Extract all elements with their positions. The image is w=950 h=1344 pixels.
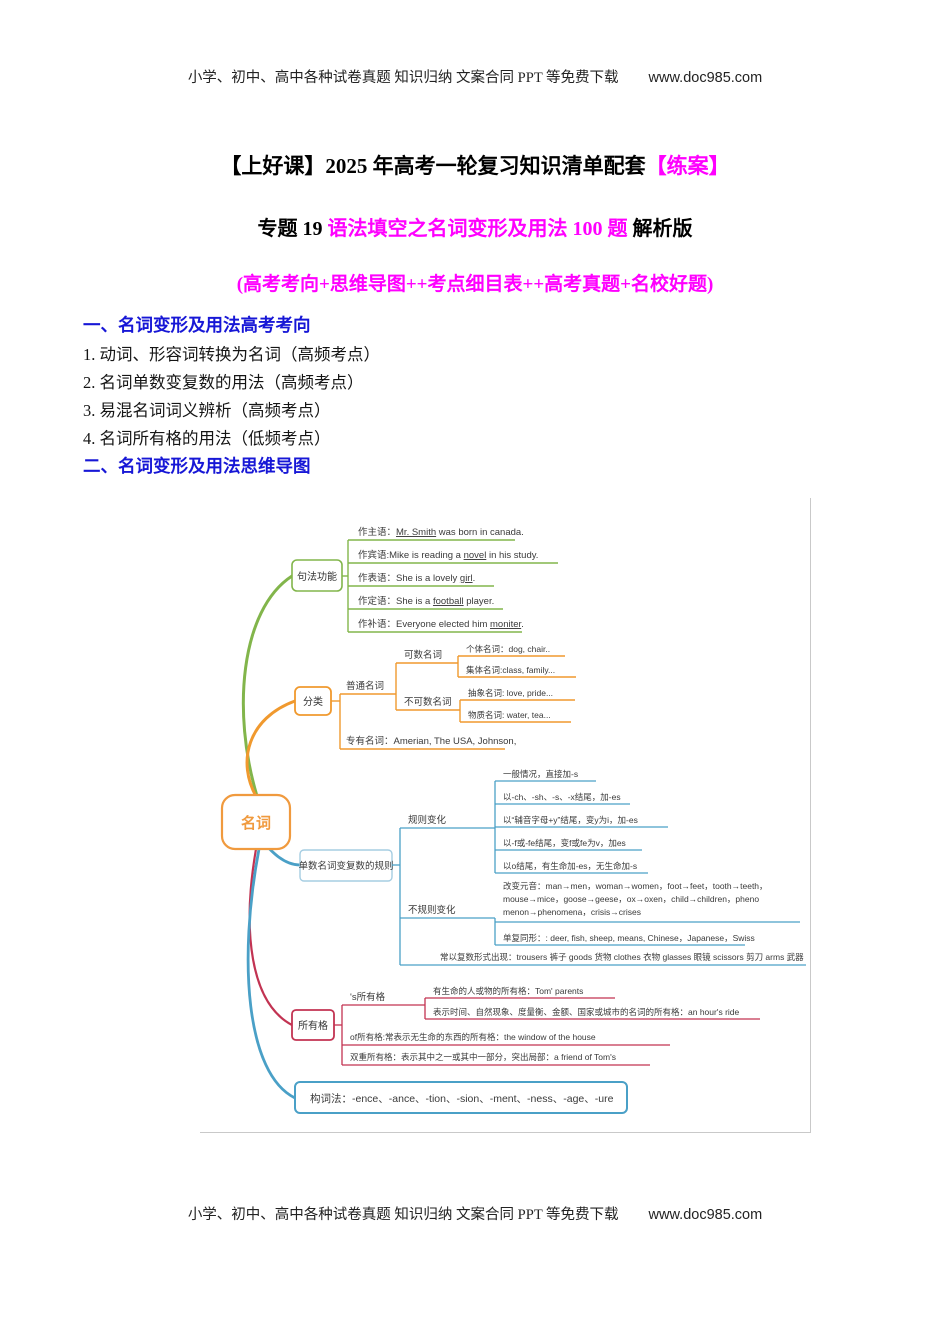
branch-curve-syntax (241, 574, 294, 798)
regular-leaf: 以o结尾，有生命加-es，无生命加-s (503, 861, 637, 871)
of-possessive-leaf: of所有格:常表示无生命的东西的所有格：the window of the ho… (350, 1032, 596, 1042)
syntax-node-label: 句法功能 (297, 570, 337, 583)
proper-noun-leaf: 专有名词：Amerian, The USA, Johnson, (346, 735, 516, 747)
header-site-link[interactable]: www.doc985.com (648, 70, 763, 86)
s-possessive-leaf: 表示时间、自然现象、度量衡、金额、国家或城市的名词的所有格：an hour's … (433, 1007, 740, 1017)
branch-curve-formation (246, 847, 297, 1100)
vowel-change-line: mouse→mice，goose→geese，ox→oxen，child→chi… (503, 894, 759, 904)
vowel-change-line: menon→phenomena，crisis→crises (503, 907, 641, 917)
always-plural-leaf: 常以复数形式出现：trousers 裤子 goods 货物 clothes 衣物… (440, 952, 804, 962)
footer-site-link[interactable]: www.doc985.com (648, 1207, 763, 1223)
feature-line: (高考考向+思维导图++考点细目表++高考真题+名校好题) (236, 274, 714, 295)
regular-leaf: 以“辅音字母+y”结尾，变y为i，加-es (503, 815, 638, 825)
formation-node-label: 构词法：-ence、-ance、-tion、-sion、-ment、-ness、… (310, 1092, 614, 1105)
s-possessive-label: 's所有格 (350, 991, 386, 1003)
classify-node-label: 分类 (303, 695, 323, 708)
regular-leaf: 以-f或-fe结尾，变f或fe为v，加es (503, 838, 626, 848)
section1-heading: 一、名词变形及用法高考考向 (83, 315, 311, 335)
page-header: 小学、初中、高中各种试卷真题 知识归纳 文案合同 PPT 等免费下载 www.do… (0, 66, 950, 87)
main-title-magenta: 【练案】 (645, 154, 730, 178)
section2-heading: 二、名词变形及用法思维导图 (83, 456, 311, 476)
header-text: 小学、初中、高中各种试卷真题 知识归纳 文案合同 PPT 等免费下载 (187, 70, 619, 86)
irregular-label: 不规则变化 (408, 904, 456, 916)
regular-leaf: 一般情况，直接加-s (503, 769, 578, 779)
sub-title: 专题 19 语法填空之名词变形及用法 100 题 解析版 (0, 212, 950, 241)
page-footer: 小学、初中、高中各种试卷真题 知识归纳 文案合同 PPT 等免费下载 www.do… (0, 1203, 950, 1224)
plural-node-label: 单数名词变复数的规则 (298, 860, 393, 872)
mindmap-diagram: 句法功能 作主语：Mr. Smith was born in canada. 作… (200, 498, 811, 1133)
list-item: 3. 易混名词词义辨析（高频考点） (83, 401, 331, 420)
list-item: 4. 名词所有格的用法（低频考点） (83, 429, 331, 448)
uncountable-leaf: 抽象名词: love, pride... (468, 688, 553, 698)
countable-leaf: 个体名词：dog, chair.. (466, 644, 550, 654)
syntax-leaf: 作表语：She is a lovely girl. (358, 572, 475, 584)
syntax-leaf: 作主语：Mr. Smith was born in canada. (358, 526, 524, 538)
possessive-node-label: 所有格 (298, 1019, 328, 1032)
root-node-label: 名词 (241, 814, 271, 832)
formation-node-box (294, 1081, 628, 1114)
vowel-change-line: 改变元音：man→men，woman→women，foot→feet，tooth… (503, 881, 768, 891)
regular-label: 规则变化 (408, 814, 447, 826)
subtitle-part1: 专题 19 (257, 218, 328, 240)
countable-label: 可数名词 (404, 649, 442, 661)
main-title-black: 【上好课】2025 年高考一轮复习知识清单配套 (220, 154, 646, 178)
uncountable-label: 不可数名词 (404, 696, 452, 708)
subtitle-part2: 解析版 (627, 218, 693, 240)
mindmap-svg: 句法功能 作主语：Mr. Smith was born in canada. 作… (220, 526, 806, 1114)
root-node-box (220, 793, 292, 851)
same-form-leaf: 单复同形：: deer, fish, sheep, means, Chinese… (503, 933, 755, 943)
branch-curve-classify (245, 699, 297, 800)
branch-curve-possessive (248, 847, 294, 1027)
countable-leaf: 集体名词:class, family... (466, 665, 555, 675)
s-possessive-leaf: 有生命的人或物的所有格：Tom' parents (433, 986, 583, 996)
list-item: 2. 名词单数变复数的用法（高频考点） (83, 373, 364, 392)
double-possessive-leaf: 双重所有格：表示其中之一或其中一部分，突出局部：a friend of Tom'… (350, 1052, 616, 1062)
regular-leaf: 以-ch、-sh、-s、-x结尾，加-es (503, 792, 621, 802)
uncountable-leaf: 物质名词: water, tea... (468, 710, 551, 720)
syntax-leaf: 作宾语:Mike is reading a novel in his study… (358, 549, 538, 561)
main-title: 【上好课】2025 年高考一轮复习知识清单配套【练案】 (0, 150, 950, 180)
syntax-leaf: 作补语：Everyone elected him moniter. (358, 618, 524, 630)
footer-text: 小学、初中、高中各种试卷真题 知识归纳 文案合同 PPT 等免费下载 (187, 1207, 619, 1223)
subtitle-magenta: 语法填空之名词变形及用法 100 题 (327, 218, 628, 240)
list-item: 1. 动词、形容词转换为名词（高频考点） (83, 345, 380, 364)
syntax-leaf: 作定语：She is a football player. (358, 595, 494, 607)
common-noun-label: 普通名词 (346, 680, 384, 692)
